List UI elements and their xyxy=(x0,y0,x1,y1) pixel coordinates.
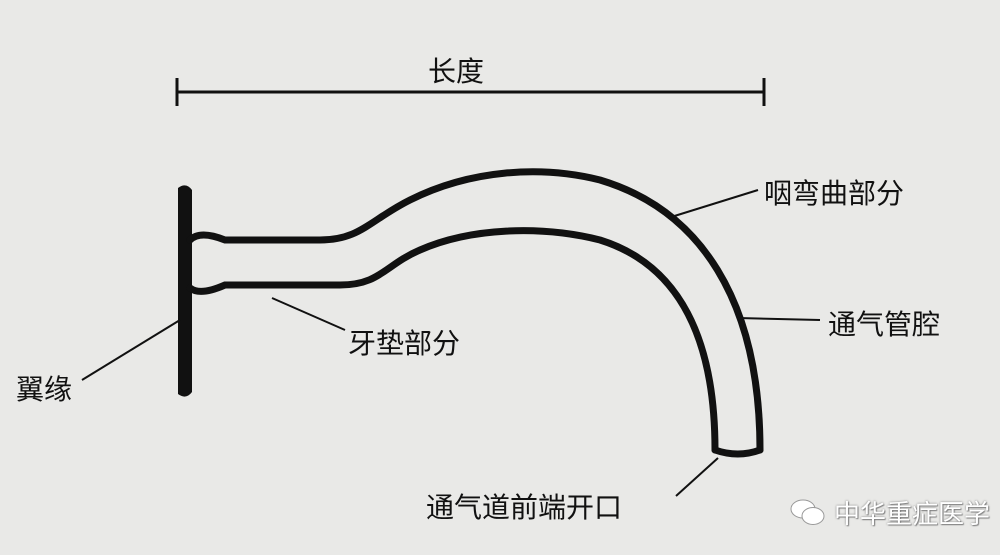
wechat-icon xyxy=(790,499,825,525)
watermark: 中华重症医学 xyxy=(790,494,990,531)
leader-lines xyxy=(81,189,821,497)
label-distal-opening: 通气道前端开口 xyxy=(426,491,623,524)
label-pharyngeal-curve: 咽弯曲部分 xyxy=(764,177,905,210)
airway-tube-outline xyxy=(186,168,764,458)
watermark-text: 中华重症医学 xyxy=(834,500,991,530)
label-airway-lumen: 通气管腔 xyxy=(828,308,941,341)
label-flange: 翼缘 xyxy=(16,373,73,406)
label-bite-block: 牙垫部分 xyxy=(348,327,461,360)
label-length: 长度 xyxy=(428,55,485,88)
length-dimension-line xyxy=(175,78,766,106)
